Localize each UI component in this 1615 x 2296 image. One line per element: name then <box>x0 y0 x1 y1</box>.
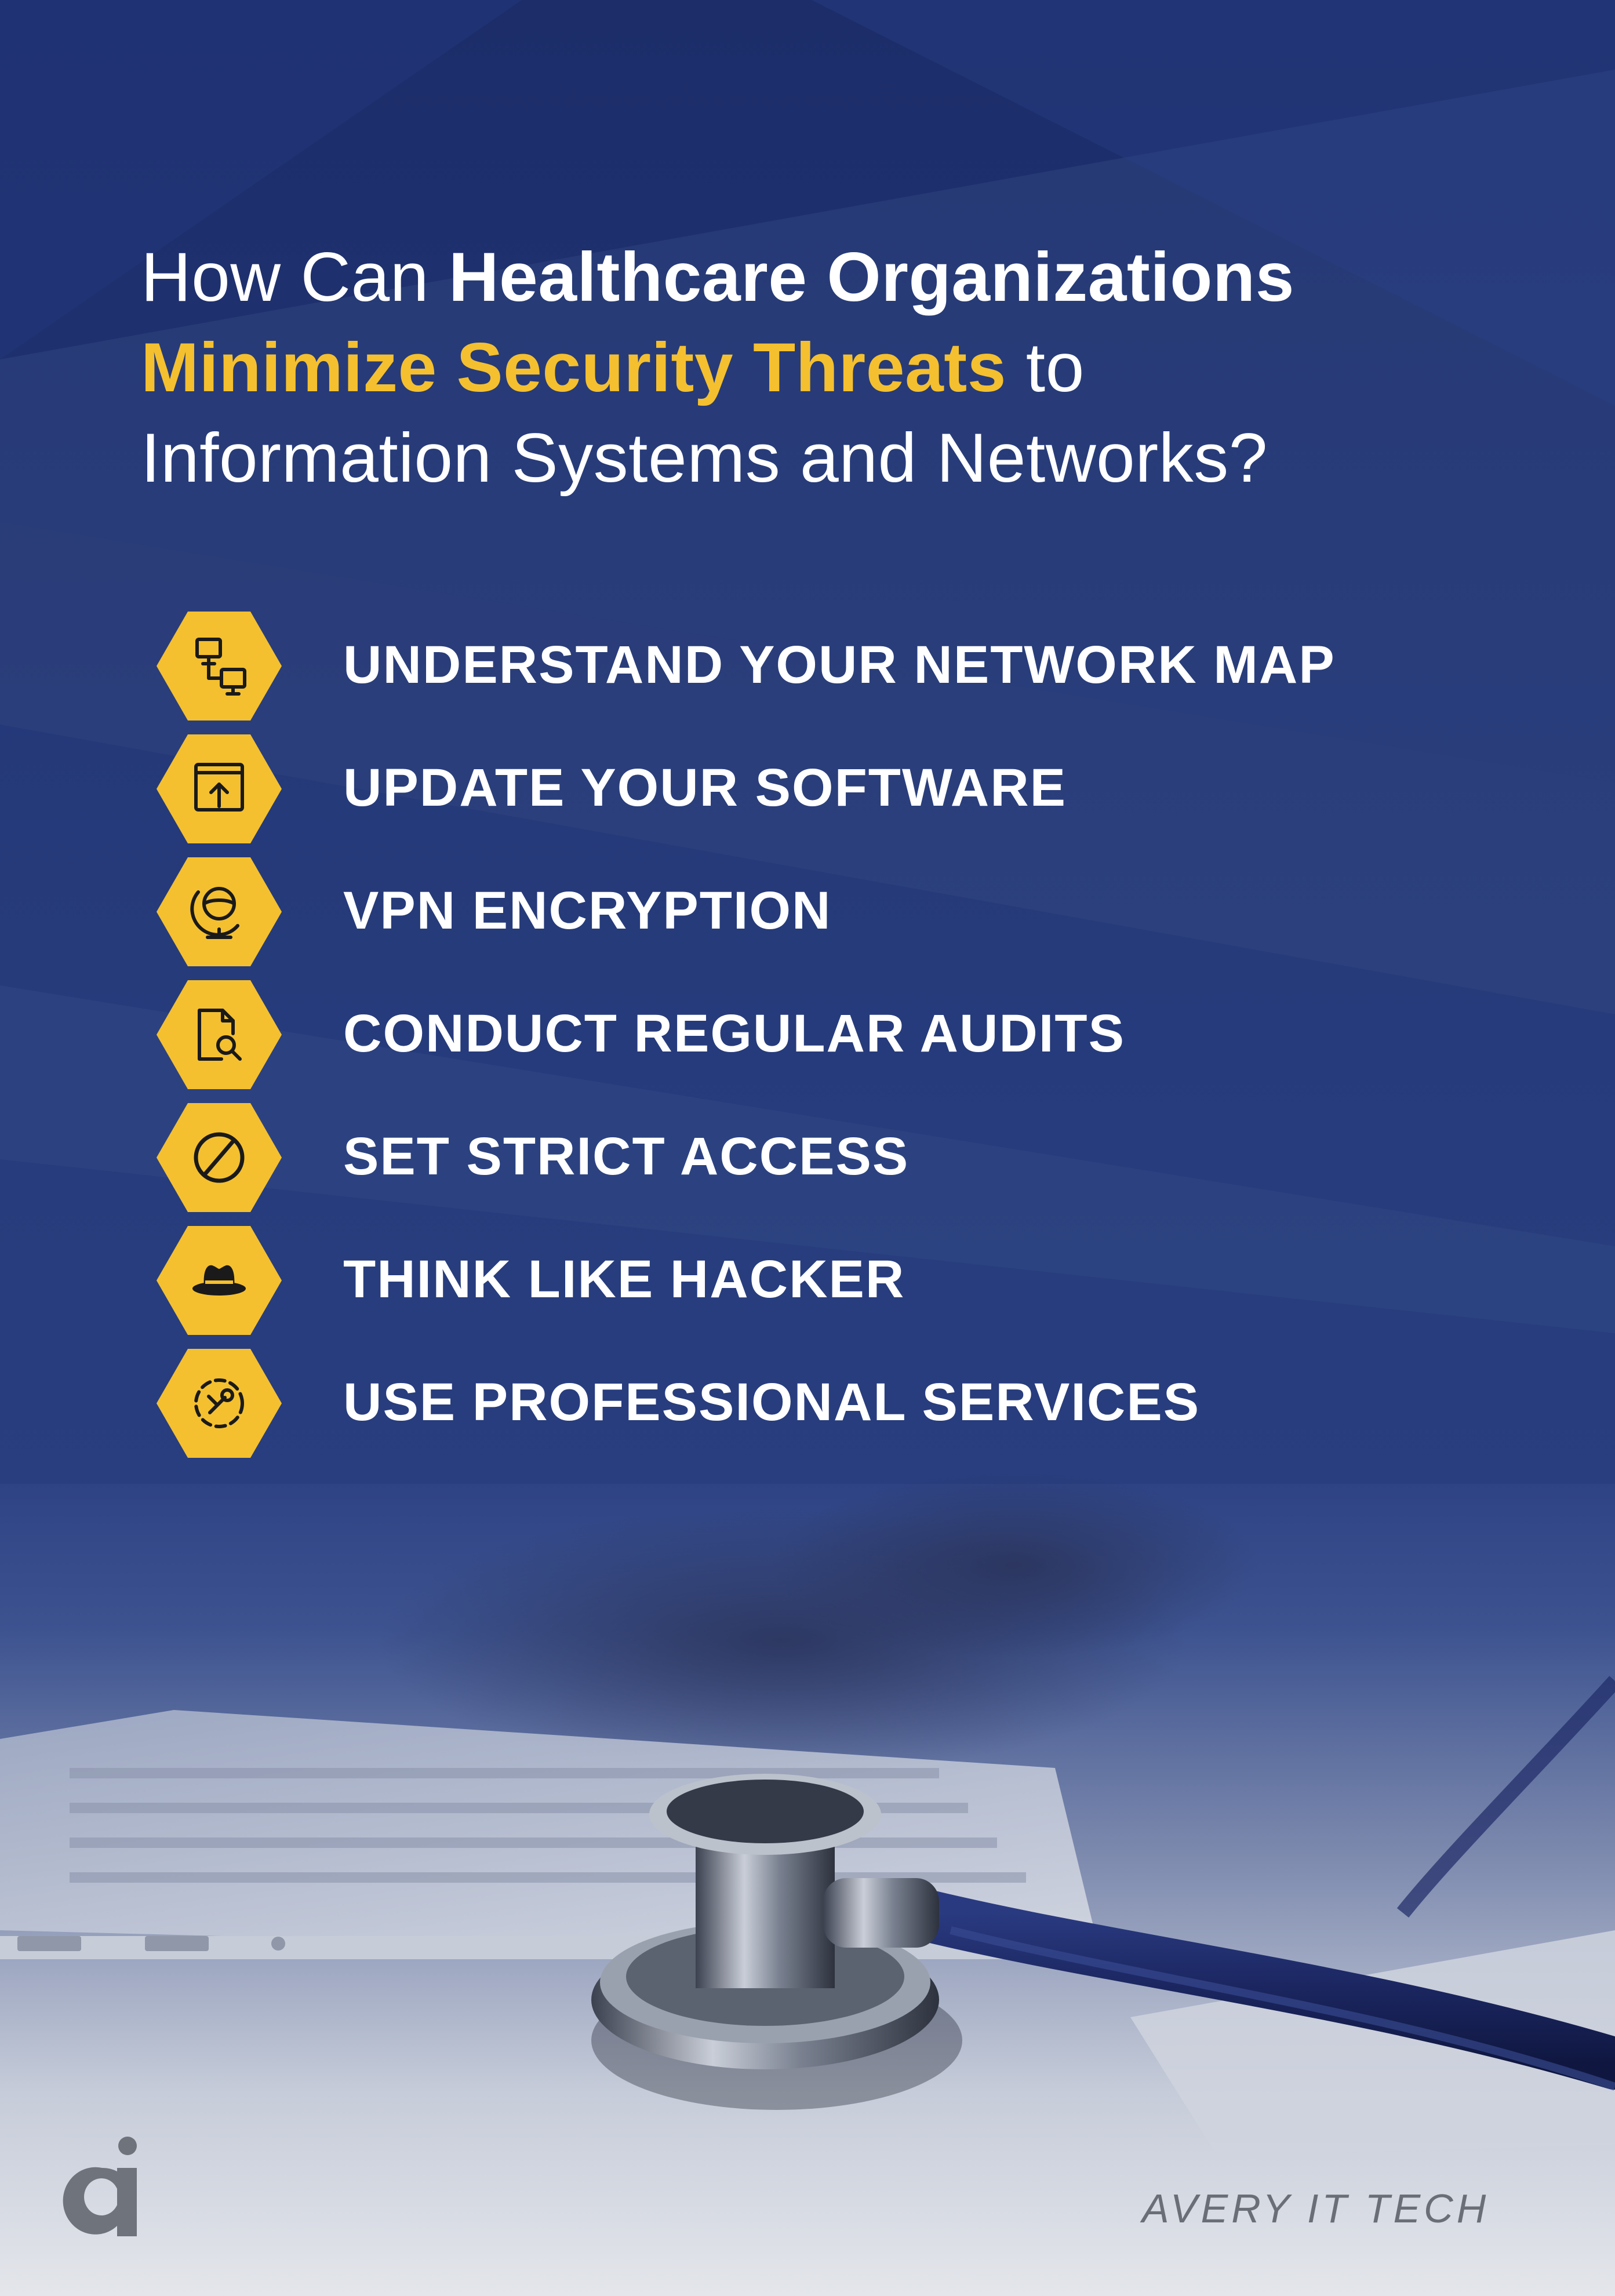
item-label: SET STRICT ACCESS <box>343 1127 910 1186</box>
headline: How Can Healthcare Organizations Minimiz… <box>141 232 1532 503</box>
brand-name: AVERY IT TECH <box>1142 2186 1490 2231</box>
headline-regular-text: How Can <box>141 238 449 316</box>
item-label: UPDATE YOUR SOFTWARE <box>343 758 1067 817</box>
list-item: VPN ENCRYPTION <box>157 857 1548 973</box>
headline-line-1: How Can Healthcare Organizations <box>141 232 1532 322</box>
list-item: THINK LIKE HACKER <box>157 1226 1548 1342</box>
headline-line-2: Minimize Security Threats to <box>141 322 1532 413</box>
list-item: UPDATE YOUR SOFTWARE <box>157 734 1548 850</box>
item-label: USE PROFESSIONAL SERVICES <box>343 1373 1201 1432</box>
network-map-icon <box>157 612 282 721</box>
headline-accent-text: Minimize Security Threats <box>141 329 1006 406</box>
item-label: THINK LIKE HACKER <box>343 1250 905 1309</box>
list-item: UNDERSTAND YOUR NETWORK MAP <box>157 612 1548 727</box>
item-label: CONDUCT REGULAR AUDITS <box>343 1004 1125 1063</box>
avery-logo-icon <box>63 2137 137 2236</box>
list-item: SET STRICT ACCESS <box>157 1103 1548 1219</box>
document-search-icon <box>157 980 282 1089</box>
hacker-hat-icon <box>157 1226 282 1335</box>
professional-services-icon <box>157 1349 282 1458</box>
item-label: VPN ENCRYPTION <box>343 881 832 940</box>
list-item: USE PROFESSIONAL SERVICES <box>157 1349 1548 1465</box>
headline-regular-text: to <box>1006 329 1085 406</box>
headline-bold-text: Healthcare Organizations <box>448 238 1294 316</box>
headline-line-3: Information Systems and Networks? <box>141 413 1532 503</box>
software-update-icon <box>157 734 282 843</box>
headline-regular-text: Information Systems and Networks? <box>141 419 1268 497</box>
list-item: CONDUCT REGULAR AUDITS <box>157 980 1548 1096</box>
prohibited-icon <box>157 1103 282 1212</box>
item-label: UNDERSTAND YOUR NETWORK MAP <box>343 635 1336 694</box>
globe-icon <box>157 857 282 966</box>
